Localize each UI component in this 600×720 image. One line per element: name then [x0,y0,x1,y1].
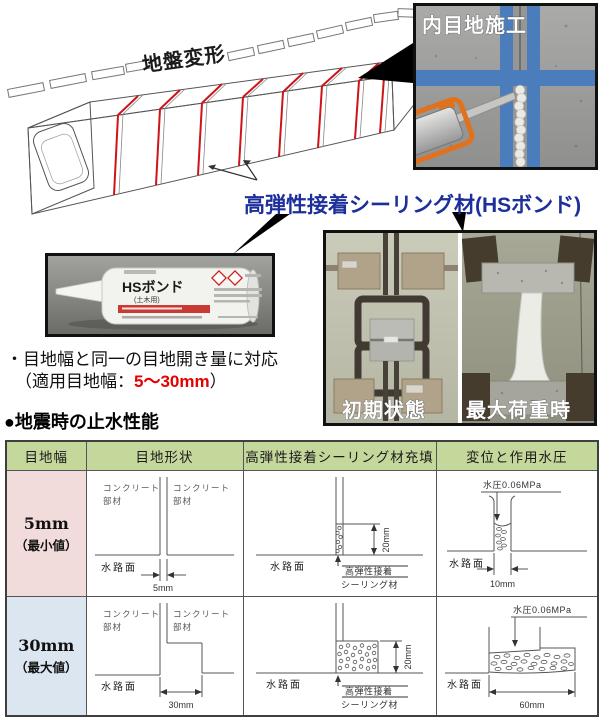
callout-wedge-tube-photo [233,214,290,254]
diagram-30mm-sealant-fill: 20mm 水路面 高弾性接着 シーリング材 [242,596,437,716]
svg-text:高弾性接着: 高弾性接着 [345,686,393,697]
applicable-width-range: 5～30mm [134,372,210,392]
svg-text:シーリング材: シーリング材 [341,579,398,590]
diagram-5mm-joint-shape: コンクリート 部材 コンクリート 部材 水路面 5mm [85,470,244,597]
section-title: ●地震時の止水性能 [4,412,159,432]
row-5mm-header: 5mm （最小値） [5,470,87,597]
callout-wedge-test-photo [452,212,466,232]
svg-text:部材: 部材 [173,496,192,506]
svg-text:部材: 部材 [103,622,122,632]
svg-text:コンクリート: コンクリート [173,609,230,619]
svg-text:コンクリート: コンクリート [103,609,160,619]
svg-text:コンクリート: コンクリート [103,483,160,493]
test-photo-max-load: 最大荷重時 [462,233,594,423]
masking-tape-left [500,6,513,167]
sealant-title: 高弾性接着シーリング材(HSボンド) [244,194,582,217]
diagram-5mm-displacement: 水圧0.06MPa [435,470,599,597]
test-initial-label: 初期状態 [342,398,426,422]
row-5mm: 5mm （最小値） コンクリート 部材 コンクリート 部材 水路面 5mm [5,470,599,597]
callout-wedge-install-photo [358,43,413,83]
dim-60mm: 60mm [519,700,544,710]
header-joint-shape: 目地形状 [85,440,244,471]
svg-text:水路面: 水路面 [447,678,483,691]
svg-text:水路面: 水路面 [270,560,306,573]
test-max-load-label: 最大荷重時 [466,398,571,422]
application-notes: ・目地幅と同一の目地開き量に対応 （適用目地幅：5～30mm） [6,349,278,394]
tube-grade-label: (土木用) [134,295,160,304]
note-line2: （適用目地幅：5～30mm） [15,372,227,392]
dim-20mm: 20mm [403,644,413,669]
lower-clamps [462,373,594,421]
tube-brand-label: HSボンド [122,279,183,295]
lower-grip [333,361,443,421]
header-joint-width: 目地幅 [5,440,87,471]
dim-10mm: 10mm [489,579,514,589]
caulk-gun [416,96,475,167]
svg-text:コンクリート: コンクリート [173,483,230,493]
diagram-30mm-displacement: 水圧0.06MPa [435,596,599,716]
note-line1: ・目地幅と同一の目地開き量に対応 [6,350,278,369]
tube-fine-print [214,274,262,318]
svg-text:シーリング材: シーリング材 [341,699,398,710]
culvert-segment-lines [118,58,410,195]
sealant-bead [514,85,527,167]
pressure-label: 水圧0.06MPa [483,479,542,490]
hazard-pictograms [211,270,243,286]
pressure-label: 水圧0.06MPa [513,604,572,615]
callout-arrows-joints [208,160,258,181]
performance-table: 目地幅 目地形状 高弾性接着シーリング材充填 変位と作用水圧 5mm （最小値）… [5,440,599,717]
test-photos: 初期状態 最大荷重時 [323,230,597,426]
svg-text:水路面: 水路面 [266,678,302,691]
diagram-5mm-sealant-fill: 20mm 水路面 高弾性接着 シーリング材 [242,470,437,597]
tube-photo: HSボンド (土木用) [45,253,275,337]
svg-text:部材: 部材 [173,622,192,632]
diagram-30mm-joint-shape: コンクリート 部材 コンクリート 部材 水路面 30mm [85,596,244,716]
specimen-blocks [369,318,415,362]
install-photo-label: 内目地施工 [422,13,527,37]
install-photo: 内目地施工 [413,3,598,170]
svg-text:部材: 部材 [103,496,122,506]
masking-tape-right [527,6,540,167]
header-displacement-pressure: 変位と作用水圧 [435,440,599,471]
svg-text:高弾性接着: 高弾性接着 [345,566,393,577]
row-30mm-header: 30mm （最大値） [5,596,87,716]
upper-grip [326,233,458,295]
header-sealant-fill: 高弾性接着シーリング材充填 [242,440,437,471]
table-header-row: 目地幅 目地形状 高弾性接着シーリング材充填 変位と作用水圧 [5,440,599,471]
dim-20mm: 20mm [381,527,391,552]
upper-concrete-block [481,262,575,294]
svg-text:水路面: 水路面 [101,680,137,693]
dim-5mm: 5mm [153,583,173,593]
dim-30mm: 30mm [168,700,193,710]
svg-text:水路面: 水路面 [449,557,485,570]
test-photo-initial: 初期状態 [326,233,458,423]
svg-text:水路面: 水路面 [101,561,137,574]
ground-deformation-label: 地盤変形 [141,41,228,76]
ground-deformation-dashes [6,8,421,98]
cartridge-tube: HSボンド (土木用) [55,267,262,325]
lower-concrete-block [477,380,579,416]
row-30mm: 30mm （最大値） コンクリート 部材 コンクリート 部材 水路面 30mm [5,596,599,716]
